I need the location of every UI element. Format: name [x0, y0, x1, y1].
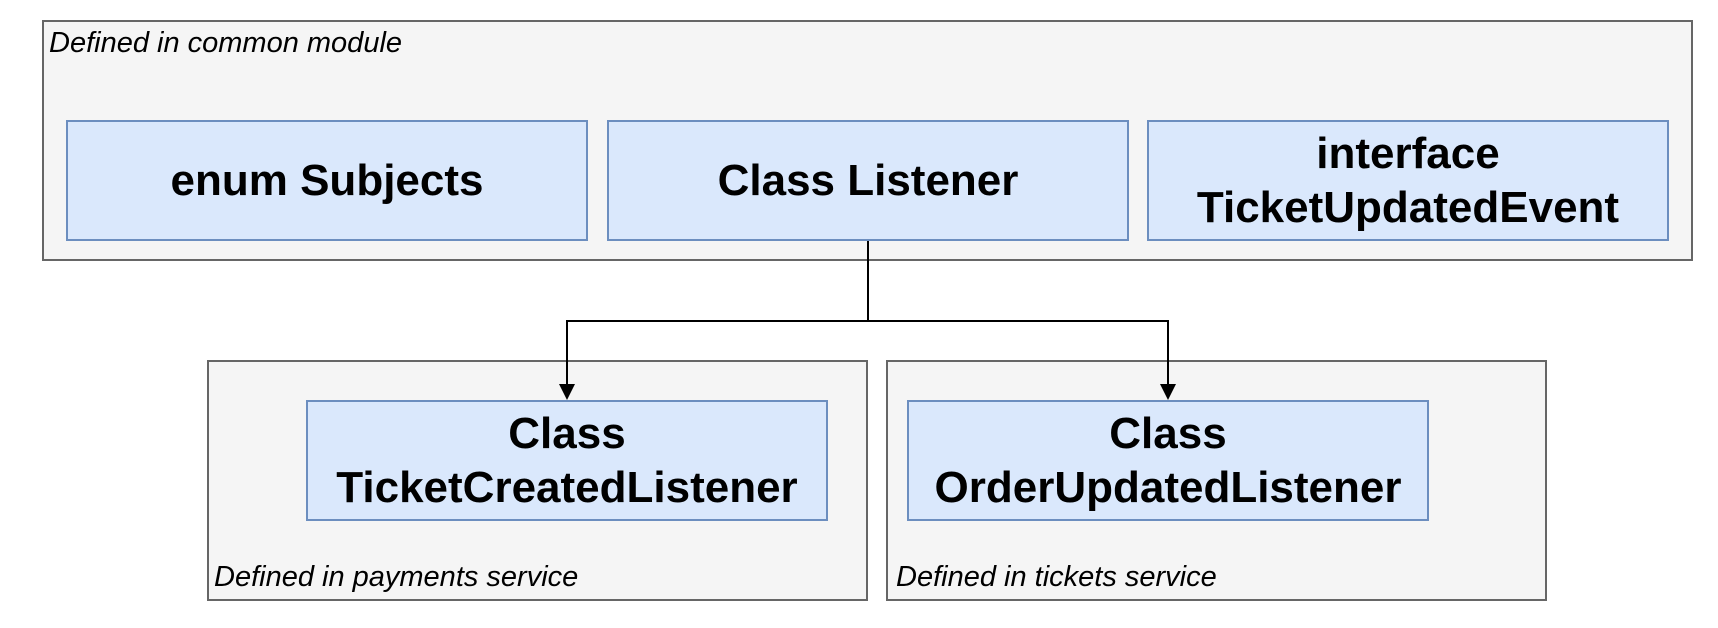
ticket-created-listener-line-1: Class — [508, 408, 626, 458]
ticket-updated-event-line-1: interface — [1316, 128, 1500, 178]
ticket-updated-event-line-2: TicketUpdatedEvent — [1196, 182, 1620, 232]
payments-service-label: Defined in payments service — [214, 561, 579, 593]
tickets-service-label: Defined in tickets service — [896, 561, 1217, 593]
enum-subjects-box: enum Subjects — [66, 120, 588, 241]
order-updated-listener-line-2: OrderUpdatedListener — [934, 462, 1402, 512]
common-module-label: Defined in common module — [49, 27, 403, 59]
ticket-updated-event-box: interface TicketUpdatedEvent — [1147, 120, 1669, 241]
ticket-created-listener-box: Class TicketCreatedListener — [306, 400, 828, 521]
order-updated-listener-box: Class OrderUpdatedListener — [907, 400, 1429, 521]
ticket-created-listener-line-2: TicketCreatedListener — [336, 462, 798, 512]
order-updated-listener-line-1: Class — [1109, 408, 1227, 458]
enum-subjects-text: enum Subjects — [170, 155, 484, 205]
class-listener-box: Class Listener — [607, 120, 1129, 241]
class-listener-text: Class Listener — [717, 155, 1019, 205]
